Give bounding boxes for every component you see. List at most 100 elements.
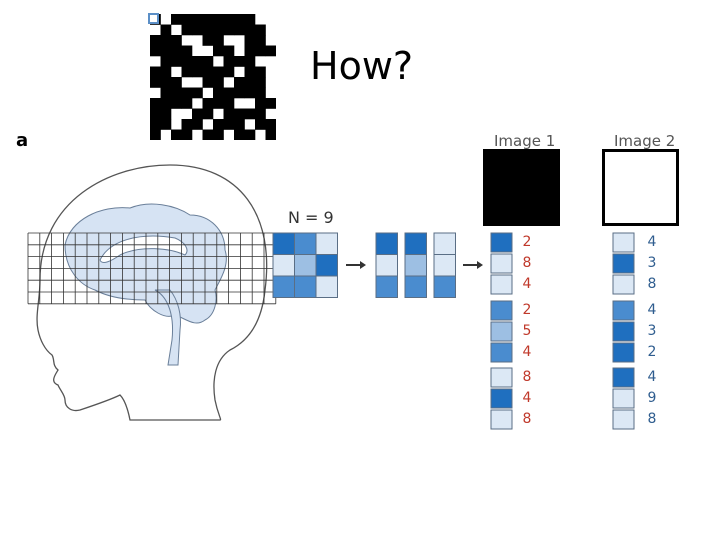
arrow-icon bbox=[463, 261, 483, 269]
voxel-cell bbox=[404, 254, 427, 277]
pattern-cell bbox=[234, 14, 245, 25]
response-value: 4 bbox=[647, 302, 657, 318]
pattern-cell bbox=[255, 98, 266, 109]
pattern-cell bbox=[223, 98, 235, 109]
pattern-cell bbox=[181, 45, 193, 57]
voxel-cell bbox=[404, 275, 427, 298]
pattern-cell bbox=[181, 87, 193, 99]
pattern-cell bbox=[223, 119, 235, 130]
response-voxel bbox=[612, 388, 635, 409]
pattern-cell bbox=[223, 45, 235, 57]
pattern-cell bbox=[202, 24, 214, 36]
response-voxel bbox=[490, 321, 513, 342]
pattern-cell bbox=[202, 108, 214, 120]
pattern-cell bbox=[171, 98, 182, 109]
pattern-cell bbox=[255, 66, 266, 78]
pattern-cell bbox=[213, 119, 224, 130]
pattern-cell bbox=[181, 66, 193, 78]
head-outline bbox=[36, 164, 268, 421]
pattern-svg bbox=[150, 14, 276, 140]
pattern-cell bbox=[223, 108, 235, 120]
pattern-cell bbox=[255, 24, 266, 36]
pattern-cell bbox=[265, 129, 276, 140]
pattern-cell bbox=[171, 87, 182, 99]
pattern-cell bbox=[213, 45, 224, 57]
pattern-cell bbox=[202, 14, 214, 25]
pattern-cell bbox=[181, 24, 193, 36]
pattern-cell bbox=[160, 45, 172, 57]
pattern-cell bbox=[244, 108, 256, 120]
voxel-cell bbox=[315, 254, 338, 277]
pattern-cell bbox=[150, 108, 161, 120]
response-value: 4 bbox=[522, 344, 532, 360]
voxel-cell bbox=[294, 254, 317, 277]
pattern-cell bbox=[171, 45, 182, 57]
response-value: 4 bbox=[522, 276, 532, 292]
voxel-cell bbox=[375, 275, 398, 298]
voxel-grid-3x3 bbox=[272, 232, 338, 298]
response-value: 5 bbox=[522, 323, 532, 339]
pattern-cell bbox=[265, 119, 276, 130]
voxel-count-label: N = 9 bbox=[288, 208, 334, 227]
pattern-cell bbox=[192, 108, 203, 120]
response-voxel bbox=[490, 232, 513, 253]
corpus-callosum bbox=[99, 235, 188, 263]
pattern-cell bbox=[244, 66, 256, 78]
pattern-cell bbox=[160, 119, 172, 130]
voxel-columns bbox=[375, 232, 456, 298]
response-value: 3 bbox=[647, 255, 657, 271]
pattern-cell bbox=[255, 45, 266, 57]
response-voxel bbox=[490, 388, 513, 409]
pattern-cell bbox=[192, 56, 203, 67]
image1-voxel-column bbox=[490, 232, 513, 430]
pattern-cell bbox=[150, 45, 161, 57]
pattern-cell bbox=[160, 77, 172, 88]
pattern-cell bbox=[234, 119, 245, 130]
pattern-cell bbox=[160, 87, 172, 99]
pattern-cell bbox=[255, 77, 266, 88]
pattern-cell bbox=[234, 87, 245, 99]
pattern-cell bbox=[223, 24, 235, 36]
pattern-cell bbox=[160, 108, 172, 120]
random-binary-pattern bbox=[150, 14, 276, 140]
pattern-cell bbox=[234, 77, 245, 88]
response-voxel bbox=[490, 253, 513, 274]
pattern-cell bbox=[171, 56, 182, 67]
pattern-cell bbox=[213, 14, 224, 25]
response-voxel bbox=[612, 232, 635, 253]
pattern-cell bbox=[171, 35, 182, 46]
image1-title: Image 1 bbox=[494, 132, 556, 150]
voxel-cell bbox=[375, 232, 398, 255]
response-value: 8 bbox=[647, 276, 657, 292]
pattern-cell bbox=[223, 56, 235, 67]
voxel-cell bbox=[315, 232, 338, 255]
voxel-cell bbox=[433, 275, 456, 298]
pattern-cell bbox=[223, 66, 235, 78]
image2-voxel-column bbox=[612, 232, 635, 430]
pattern-cell bbox=[255, 35, 266, 46]
pattern-cell bbox=[244, 24, 256, 36]
pattern-cell bbox=[223, 87, 235, 99]
pattern-cell bbox=[192, 24, 203, 36]
voxel-cell bbox=[294, 232, 317, 255]
response-voxel bbox=[490, 367, 513, 388]
pattern-cell bbox=[160, 66, 172, 78]
response-value: 3 bbox=[647, 323, 657, 339]
response-value: 9 bbox=[647, 390, 657, 406]
pattern-cell bbox=[244, 129, 256, 140]
response-value: 8 bbox=[522, 255, 532, 271]
pattern-cell bbox=[202, 35, 214, 46]
voxel-cell bbox=[433, 232, 456, 255]
pattern-cell bbox=[265, 45, 276, 57]
image2-stimulus bbox=[602, 149, 679, 226]
pattern-cell bbox=[192, 87, 203, 99]
pattern-cell bbox=[171, 14, 182, 25]
response-value: 8 bbox=[522, 411, 532, 427]
response-voxel bbox=[612, 253, 635, 274]
response-voxel bbox=[612, 342, 635, 363]
pattern-cell bbox=[150, 129, 161, 140]
pattern-cell bbox=[192, 66, 203, 78]
pattern-cell bbox=[255, 108, 266, 120]
pattern-cell bbox=[150, 98, 161, 109]
pattern-cell bbox=[202, 98, 214, 109]
